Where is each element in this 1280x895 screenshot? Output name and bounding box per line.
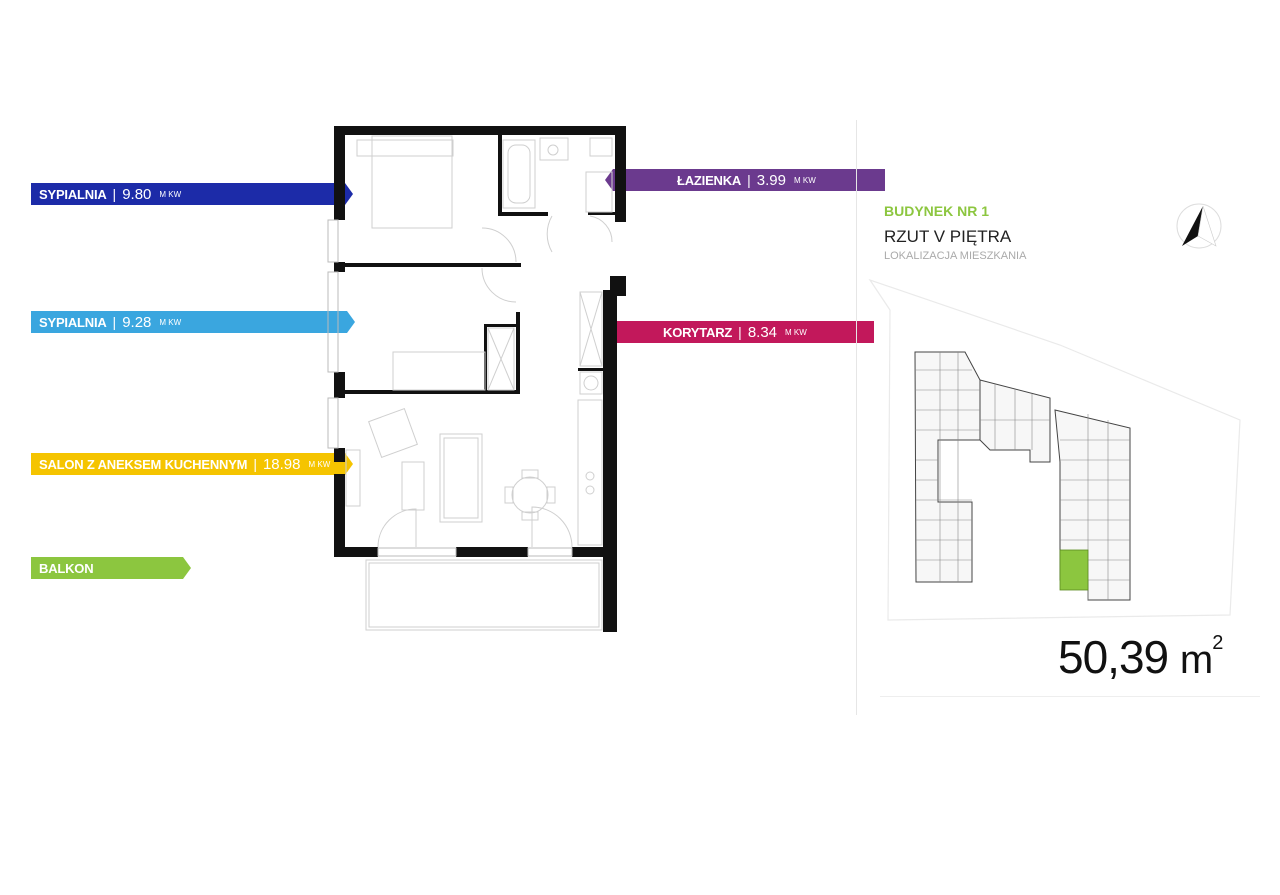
room-area: 18.98 [262, 455, 301, 473]
room-unit: M KW [785, 327, 807, 337]
total-area-exponent: 2 [1212, 631, 1223, 654]
room-unit: M KW [159, 317, 182, 327]
room-name: ŁAZIENKA [677, 172, 742, 188]
room-label-bathroom: ŁAZIENKA | 3.99 M KW [605, 169, 885, 191]
panel-divider [856, 120, 857, 715]
building-location-map [868, 278, 1241, 621]
room-unit: M KW [793, 175, 816, 185]
outer-walls [334, 126, 626, 632]
floor-title: RZUT V PIĘTRA [884, 227, 1012, 246]
room-label-bedroom-1: SYPIALNIA | 9.80 M KW [31, 183, 353, 205]
building-title: BUDYNEK NR 1 [884, 203, 990, 219]
room-label-living-room: SALON Z ANEKSEM KUCHENNYM | 18.98 M KW [31, 453, 353, 475]
room-area: 9.28 [122, 313, 152, 331]
total-area: 50,39 m2 [1058, 630, 1223, 684]
apartment-location-highlight [1059, 549, 1089, 591]
room-name: BALKON [39, 560, 94, 576]
room-label-balcony: BALKON [31, 557, 191, 579]
north-arrow-icon [1176, 203, 1222, 249]
total-area-value: 50,39 [1058, 631, 1169, 683]
room-area: 9.80 [122, 185, 152, 203]
furniture [345, 135, 613, 631]
panel-bottom-line [880, 696, 1260, 697]
inner-walls [345, 135, 615, 394]
floor-plan [327, 126, 626, 632]
room-unit: M KW [308, 459, 331, 469]
location-label: LOKALIZACJA MIESZKANIA [884, 250, 1027, 262]
room-area: 3.99 [756, 171, 786, 189]
room-name: SALON Z ANEKSEM KUCHENNYM [39, 456, 248, 472]
total-area-unit: m [1179, 638, 1213, 682]
room-label-hallway: KORYTARZ | 8.34 M KW [605, 321, 874, 343]
windows [327, 219, 573, 557]
room-unit: M KW [159, 189, 182, 199]
room-name: SYPIALNIA [39, 314, 107, 330]
room-name: KORYTARZ [663, 324, 733, 340]
room-area: 8.34 [747, 323, 778, 341]
room-name: SYPIALNIA [39, 186, 107, 202]
room-label-bedroom-2: SYPIALNIA | 9.28 M KW [31, 311, 355, 333]
